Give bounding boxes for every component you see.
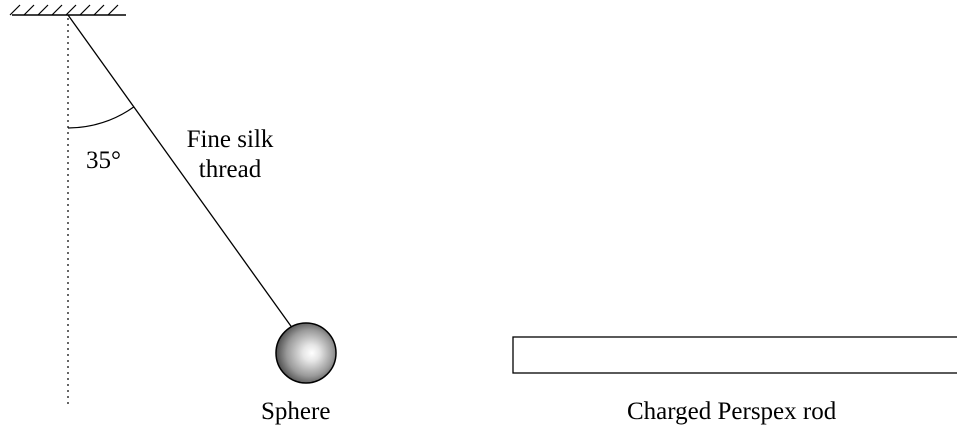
- sphere-label: Sphere: [261, 398, 331, 425]
- sphere: [275, 322, 337, 384]
- rod-label: Charged Perspex rod: [627, 398, 837, 425]
- silk-thread: [67, 14, 294, 330]
- perspex-rod: [512, 336, 957, 374]
- angle-arc: [67, 106, 135, 129]
- thread-label-line1: Fine silk: [186, 126, 274, 153]
- ceiling-hatching: [9, 4, 119, 16]
- angle-label: 35°: [86, 147, 121, 174]
- thread-label: Fine silk thread: [184, 125, 276, 185]
- ceiling-support: [9, 4, 126, 16]
- thread-label-line2: thread: [198, 156, 262, 183]
